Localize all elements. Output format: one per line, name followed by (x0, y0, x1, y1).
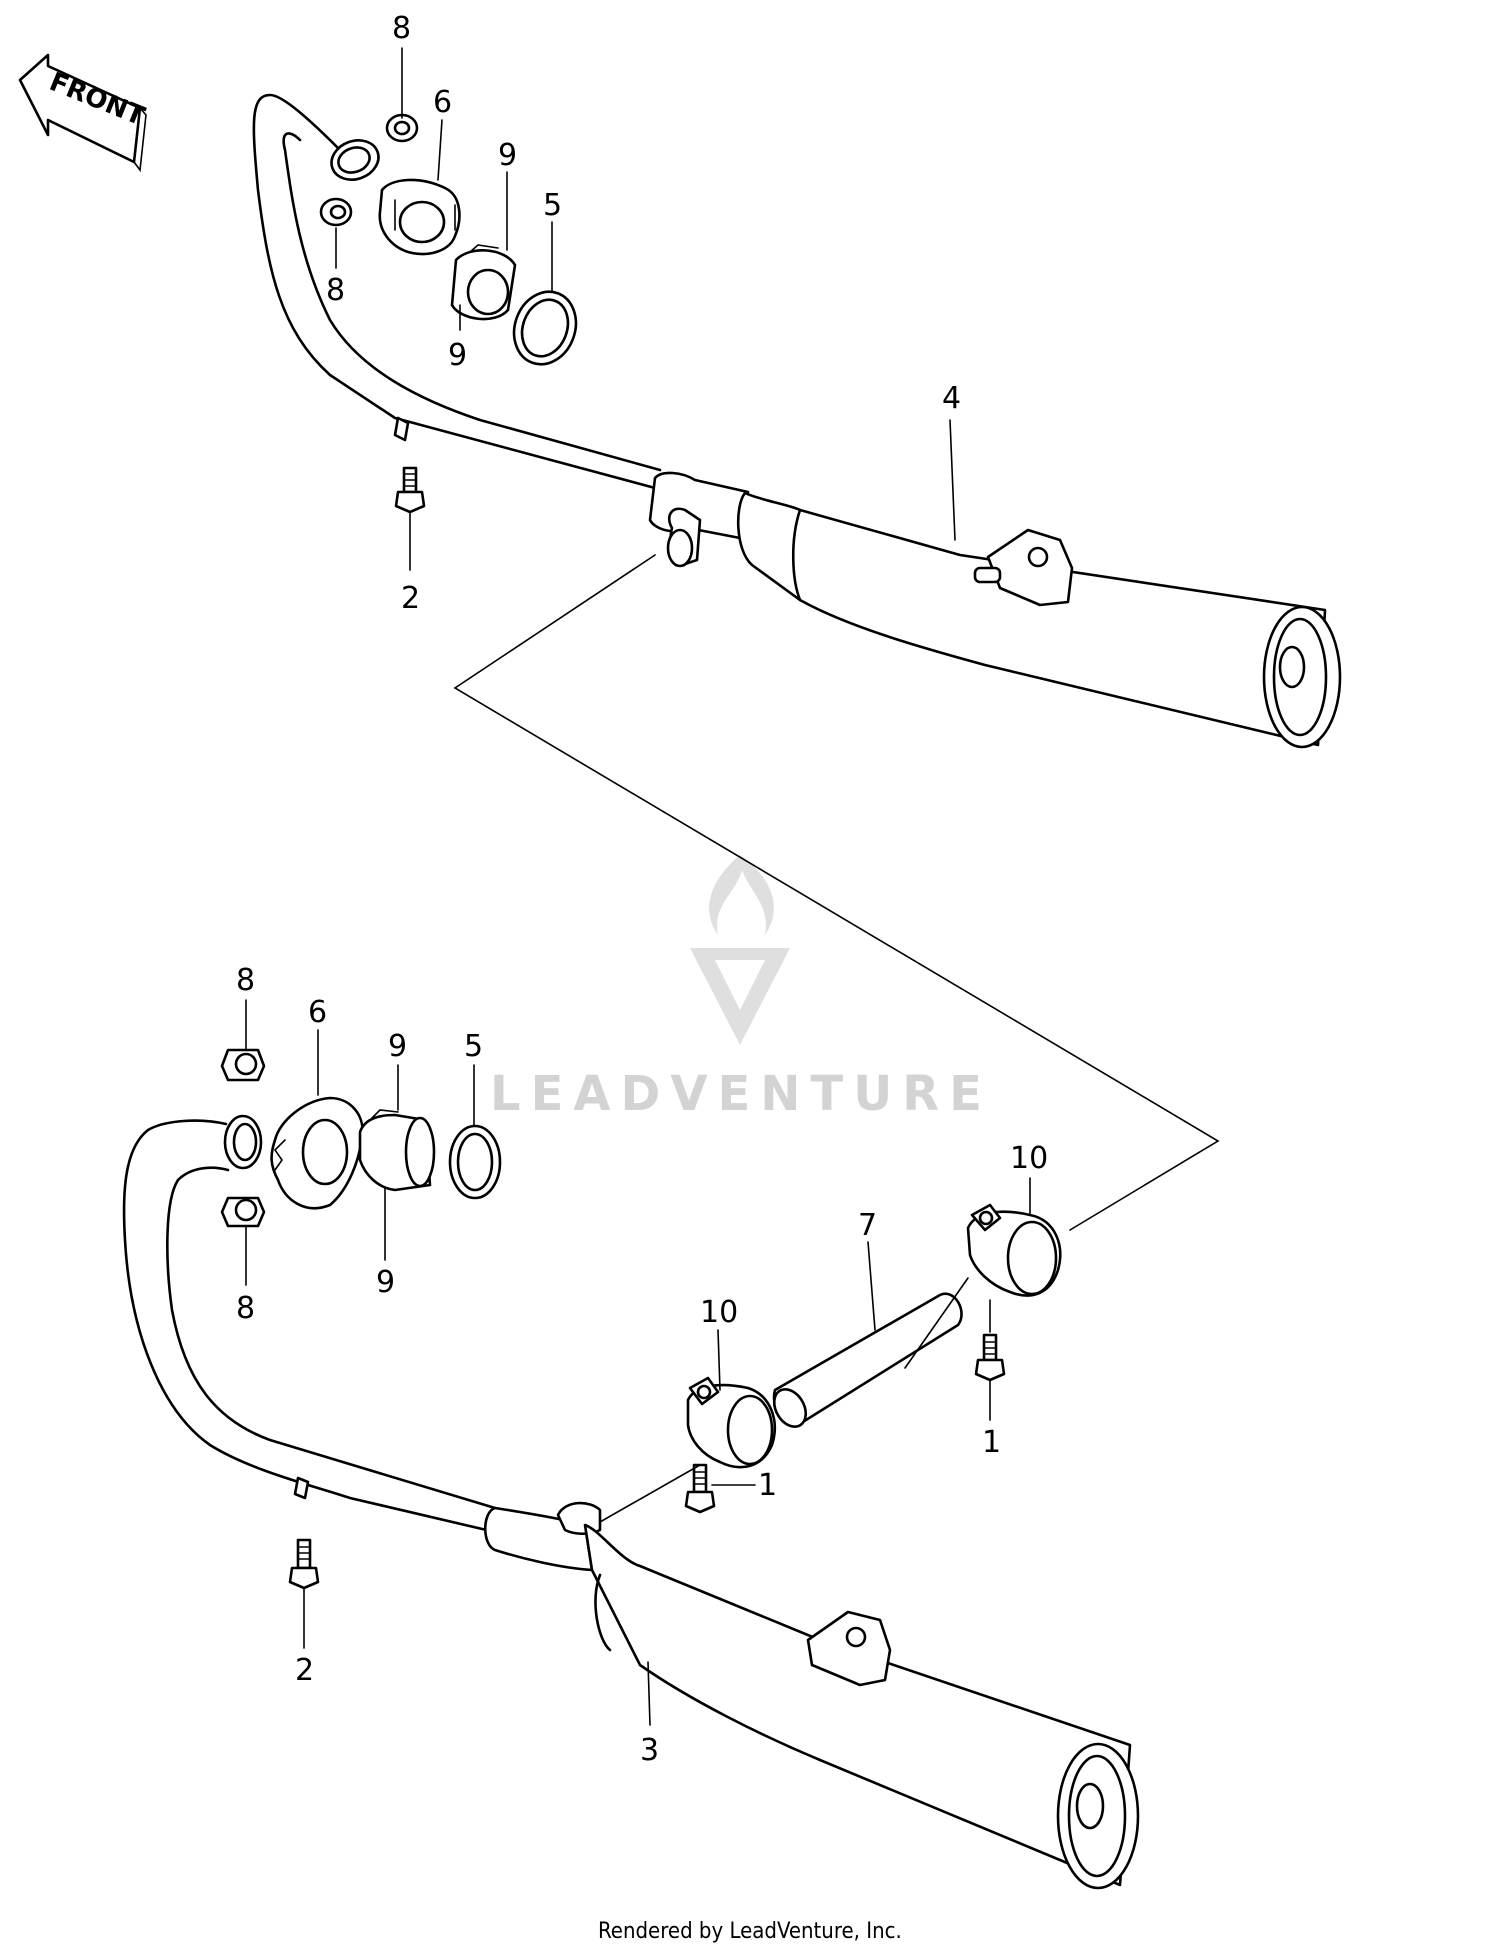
bolt-2-upper (394, 466, 426, 514)
gasket-5-upper (512, 290, 578, 366)
callout-1-right: 1 (982, 1425, 1001, 1460)
watermark-text: LEADVENTURE (490, 1066, 992, 1122)
callout-9-bottom-lower: 9 (376, 1265, 395, 1300)
connecting-pipe-7 (772, 1292, 963, 1428)
callout-5-upper: 5 (543, 188, 562, 223)
bolt-1-left (684, 1463, 716, 1514)
gasket-5-lower (448, 1124, 502, 1200)
callout-9-top-upper: 9 (498, 138, 517, 173)
callout-10-left: 10 (700, 1295, 738, 1330)
clamp-10-right (966, 1203, 1062, 1297)
watermark-logo: LEADVENTURE (490, 855, 992, 1122)
lower-muffler-assembly (122, 1048, 1140, 1890)
callout-9-bottom-upper: 9 (448, 338, 467, 373)
callout-2-upper: 2 (401, 581, 420, 616)
callout-6-lower: 6 (308, 995, 327, 1030)
bolt-1-right (974, 1333, 1006, 1382)
callouts-lower: 8 6 9 5 8 9 10 7 10 1 1 2 3 (236, 963, 1048, 1768)
callout-8-top-upper: 8 (392, 11, 411, 46)
clamp-10-left (686, 1376, 777, 1469)
callout-1-left: 1 (758, 1468, 777, 1503)
bolt-2-lower (288, 1538, 320, 1590)
flange-6-lower (270, 1096, 364, 1210)
callouts-upper: 8 6 9 5 8 9 4 2 (326, 11, 961, 616)
collar-9-lower (358, 1109, 436, 1192)
callout-8-bottom-lower: 8 (236, 1291, 255, 1326)
footer-credit: Rendered by LeadVenture, Inc. (598, 1919, 902, 1944)
nut-8-bottom-upper (319, 197, 353, 227)
callout-6-upper: 6 (433, 85, 452, 120)
callout-8-bottom-upper: 8 (326, 273, 345, 308)
front-arrow-icon: FRONT (18, 53, 149, 173)
upper-muffler-assembly (252, 93, 1342, 749)
leader-lines (245, 47, 1220, 1726)
callout-9-top-lower: 9 (388, 1029, 407, 1064)
flange-6-upper (378, 178, 461, 256)
callout-8-top-lower: 8 (236, 963, 255, 998)
nut-8-bottom-lower (220, 1196, 266, 1228)
collar-9-upper (450, 244, 517, 321)
callout-4: 4 (942, 381, 961, 416)
callout-10-right: 10 (1010, 1141, 1048, 1176)
callout-7: 7 (858, 1208, 877, 1243)
nut-8-top-lower (220, 1048, 266, 1082)
nut-8-top-upper (385, 113, 419, 143)
callout-5-lower: 5 (464, 1029, 483, 1064)
callout-2-lower: 2 (295, 1653, 314, 1688)
callout-3: 3 (640, 1733, 659, 1768)
